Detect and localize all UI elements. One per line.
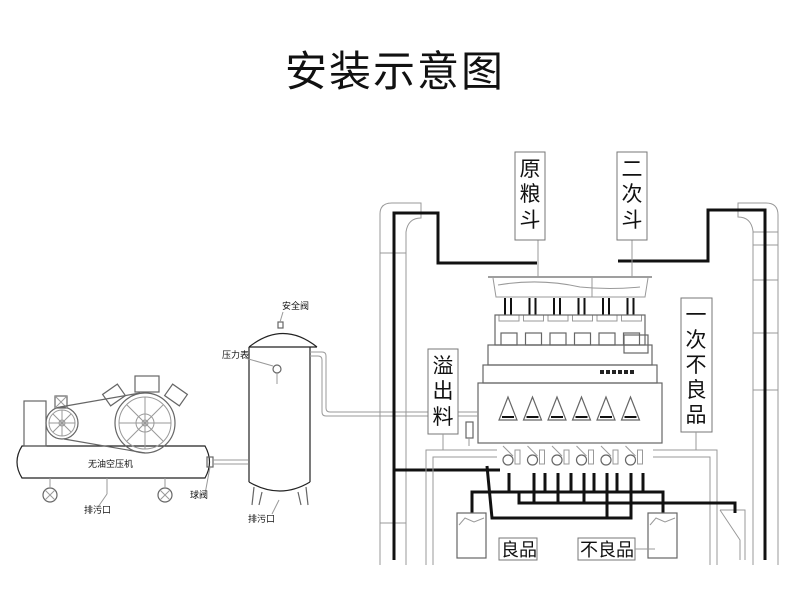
- outlet-valve: [526, 454, 539, 466]
- secondary-hopper-label-box: 二 次 斗: [616, 151, 648, 241]
- outlet-link: [502, 445, 514, 457]
- camera-module: [524, 332, 543, 346]
- platform-frame: [425, 449, 746, 565]
- air-compressor: [16, 375, 248, 508]
- pressure-gauge-label: 压力表: [222, 349, 249, 361]
- ejector-funnel: [571, 395, 592, 421]
- reject-product-label-box: 不良品: [577, 537, 655, 561]
- first-reject-char: 品: [686, 403, 707, 427]
- chute-block: [498, 314, 520, 322]
- chute-block: [596, 314, 618, 322]
- page-title: 安装示意图: [284, 47, 505, 96]
- outlet-chute: [612, 449, 619, 465]
- control-button: [600, 370, 604, 374]
- camera-module: [598, 332, 616, 346]
- air-tank: [244, 311, 420, 515]
- outlet-valve: [624, 454, 637, 466]
- control-button: [630, 370, 634, 374]
- outlet-link: [551, 445, 563, 457]
- outlet-chute: [514, 449, 521, 465]
- control-button: [624, 370, 628, 374]
- outlet-link: [527, 445, 538, 457]
- ejector-funnel: [596, 395, 616, 421]
- chute-block: [572, 314, 593, 322]
- reject-product-label: 不良品: [580, 540, 634, 561]
- ejector-funnel: [522, 395, 543, 421]
- chute-block: [523, 314, 544, 322]
- tank-drain-label: 排污口: [248, 513, 275, 525]
- outlet-chute: [539, 449, 545, 465]
- compressor-label: 无油空压机: [88, 458, 133, 470]
- control-button: [612, 370, 616, 374]
- first-reject-label-box: 一 次 不 良 品: [680, 297, 713, 450]
- ejector-funnel: [547, 395, 567, 421]
- outlet-link: [600, 445, 612, 457]
- overflow-char: 料: [433, 405, 454, 429]
- safety-valve-label: 安全阀: [282, 300, 309, 312]
- ball-valve-label: 球阀: [190, 489, 208, 501]
- secondary-hopper-char: 斗: [622, 208, 643, 232]
- ejector-funnel: [620, 395, 641, 421]
- outlet-valve: [575, 454, 588, 466]
- compressor-drain-label: 排污口: [84, 504, 111, 516]
- left-elevator: [379, 202, 537, 565]
- control-button: [618, 370, 622, 374]
- camera-module: [573, 332, 592, 346]
- outlet-valve: [502, 454, 514, 466]
- good-product-label-box: 良品: [498, 537, 538, 561]
- outlet-link: [625, 445, 636, 457]
- raw-hopper-label-box: 原 粮 斗: [514, 151, 546, 241]
- chute-block: [621, 314, 642, 322]
- outlet-chute: [637, 449, 643, 465]
- raw-hopper-char: 原: [520, 157, 541, 181]
- raw-hopper-char: 斗: [520, 208, 541, 232]
- camera-module: [549, 332, 567, 346]
- reject-product-bin: [647, 512, 678, 559]
- camera-module: [622, 332, 641, 346]
- control-button: [606, 370, 610, 374]
- right-elevator: [618, 202, 779, 565]
- overflow-label-box: 溢 出 料: [427, 348, 459, 450]
- outlet-chute: [563, 449, 570, 465]
- first-reject-char: 良: [686, 378, 707, 402]
- secondary-hopper-char: 二: [622, 157, 643, 181]
- first-reject-char: 一: [686, 303, 707, 327]
- overflow-char: 溢: [433, 354, 454, 378]
- outlet-valve: [600, 454, 612, 466]
- output-conveyors: [470, 465, 737, 520]
- outlet-chute: [588, 449, 594, 465]
- good-product-bin: [456, 512, 487, 559]
- raw-hopper-char: 粮: [520, 182, 541, 206]
- camera-module: [500, 332, 518, 346]
- ejector-funnel: [498, 395, 518, 421]
- good-product-label: 良品: [501, 540, 537, 561]
- chute-block: [547, 314, 569, 322]
- outlet-link: [576, 445, 587, 457]
- first-reject-char: 不: [686, 353, 707, 377]
- first-reject-char: 次: [686, 328, 707, 352]
- outlet-valve: [551, 454, 563, 466]
- overflow-char: 出: [433, 379, 454, 403]
- secondary-hopper-char: 次: [622, 182, 643, 206]
